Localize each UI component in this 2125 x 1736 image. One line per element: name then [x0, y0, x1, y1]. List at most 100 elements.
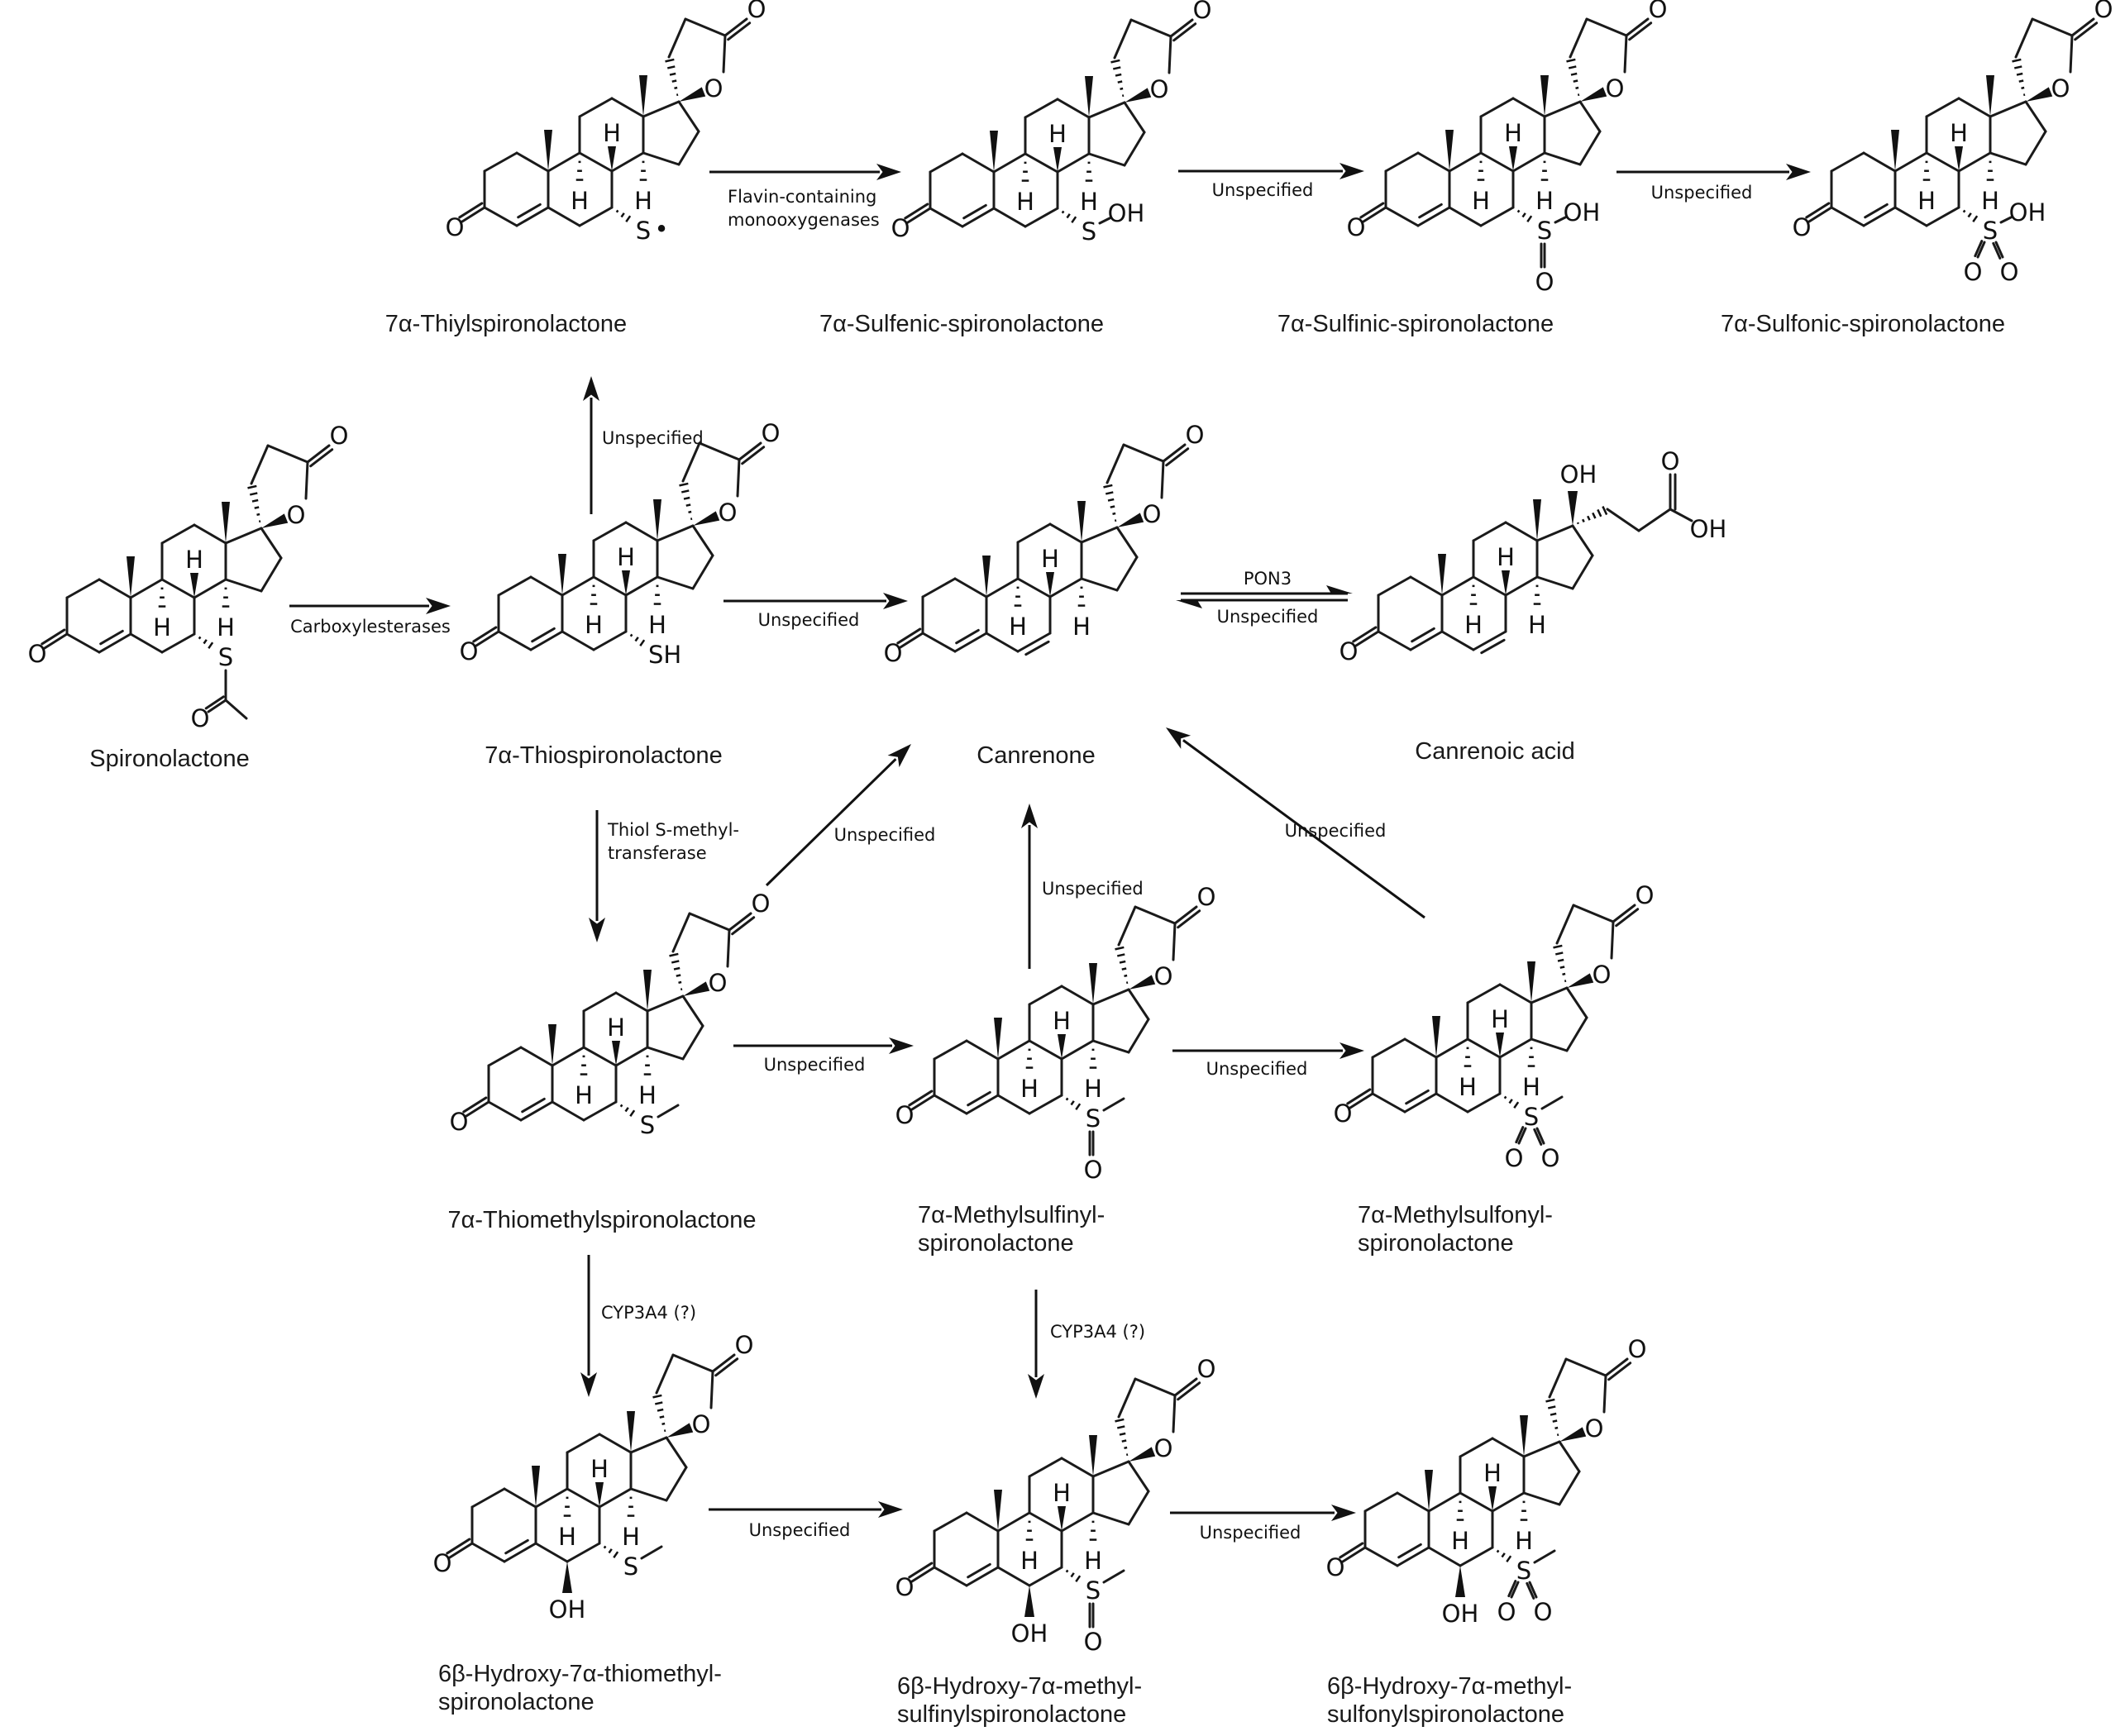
bond: [1479, 97, 1515, 118]
compound-name: 7α-Thiospironolactone: [485, 742, 723, 769]
bond: [2069, 34, 2074, 74]
h9-hash: [1025, 1048, 1034, 1069]
h-label: H: [1451, 1527, 1469, 1555]
hash-tick: [669, 952, 679, 957]
enzyme-label: monooxygenases: [728, 210, 880, 230]
compound-name: 6β-Hydroxy-7α-thiomethyl-: [438, 1661, 722, 1687]
h-label: H: [648, 611, 666, 639]
ketone-double-bond: [1362, 206, 1387, 223]
oh6-wedge: [562, 1562, 572, 1593]
bond: [1129, 18, 1172, 38]
h14-hash: [1085, 161, 1093, 182]
bond: [1491, 1491, 1526, 1513]
oxygen-label: O: [895, 1101, 914, 1129]
s-methyl-bond: [657, 1104, 680, 1118]
hash-tick: [1545, 1398, 1555, 1403]
hydroxyl-label: OH: [1011, 1619, 1048, 1648]
c18-methyl-wedge: [1085, 76, 1093, 117]
bond: [624, 521, 659, 542]
bond: [503, 1487, 537, 1509]
hydroxyl-label: OH: [1564, 198, 1601, 227]
c19-methyl-wedge: [1438, 554, 1446, 595]
bond: [1578, 130, 1602, 166]
oxygen-label: O: [1649, 0, 1668, 23]
bond: [961, 152, 996, 174]
bond: [224, 527, 263, 545]
h-label: H: [1020, 1075, 1039, 1103]
h-label: H: [1016, 188, 1034, 216]
bond: [497, 630, 532, 651]
bond: [1384, 206, 1420, 227]
c19-methyl-wedge: [548, 1024, 556, 1066]
lactone-c-hash: [1115, 946, 1129, 985]
oxygen-label: O: [1154, 1434, 1173, 1462]
oxygen-label: O: [1084, 1628, 1103, 1656]
ketone-double-bond: [1805, 202, 1831, 219]
h-label: H: [607, 1013, 625, 1042]
bond: [646, 1046, 685, 1061]
hash-tick: [1105, 491, 1114, 495]
hash-tick: [654, 1401, 663, 1405]
hash-tick: [1115, 946, 1125, 951]
bond: [691, 554, 714, 590]
c19-methyl-wedge: [1445, 130, 1454, 171]
ketone-double-bond: [896, 627, 922, 645]
c19-methyl-wedge: [1425, 1470, 1433, 1511]
ketone-double-bond: [1346, 1088, 1372, 1105]
arrow-shaft: [765, 758, 897, 887]
bond: [1416, 151, 1451, 173]
oxygen-label: O: [692, 1410, 711, 1438]
compound-name: Canrenone: [977, 742, 1096, 769]
bond: [1123, 101, 1146, 134]
lactone-carbonyl-double-bond: [1169, 18, 1194, 38]
bond: [681, 1024, 704, 1061]
hash-tick: [1124, 974, 1128, 978]
lactone-o-wedge: [1567, 973, 1594, 988]
c4-c5-double-bond: [965, 1566, 1000, 1587]
arrowhead: [1339, 1042, 1364, 1059]
bond: [129, 632, 164, 654]
bond: [1479, 151, 1515, 173]
h-label: H: [1522, 1073, 1540, 1101]
arrowhead: [426, 598, 451, 614]
lactone-c-hash: [1115, 1418, 1129, 1457]
hash-tick: [1562, 972, 1566, 976]
s-methyl-bond: [1102, 1097, 1125, 1112]
c4-c5-double-bond: [531, 627, 556, 643]
hash-tick: [1061, 210, 1065, 214]
bond: [1087, 152, 1126, 167]
oxygen-label: O: [735, 1331, 754, 1359]
lactone-carbonyl-double-bond: [1612, 904, 1636, 923]
bond: [1091, 988, 1130, 1006]
bond: [1377, 575, 1412, 597]
c18-methyl-wedge: [653, 499, 661, 541]
bond: [598, 1487, 633, 1509]
bond: [1623, 34, 1628, 74]
reverse-harpoon: [1176, 600, 1202, 608]
h-label: H: [1020, 1547, 1039, 1575]
h-label: H: [1528, 611, 1546, 639]
bond: [566, 1487, 601, 1509]
bond: [1862, 151, 1897, 173]
h8-wedge: [190, 573, 198, 598]
reaction-arrow-thiomethyl-to-canrenone: [765, 744, 911, 887]
c18-methyl-wedge: [1540, 75, 1549, 117]
compound-name: 7α-Sulfinic-spironolactone: [1277, 311, 1554, 337]
h8-wedge: [1046, 572, 1054, 597]
bond: [1060, 1457, 1095, 1478]
bond: [1160, 460, 1165, 499]
hash-tick: [1553, 944, 1563, 949]
bond: [1091, 1511, 1130, 1526]
hash-tick: [659, 1415, 665, 1419]
bond: [992, 207, 1027, 228]
h8-wedge: [1955, 146, 1963, 171]
bond: [1491, 1437, 1526, 1458]
bond: [1168, 35, 1172, 74]
bond: [677, 130, 700, 166]
hash-tick: [1120, 87, 1124, 91]
hash-tick: [2018, 79, 2024, 83]
lactone-o-wedge: [693, 511, 720, 526]
